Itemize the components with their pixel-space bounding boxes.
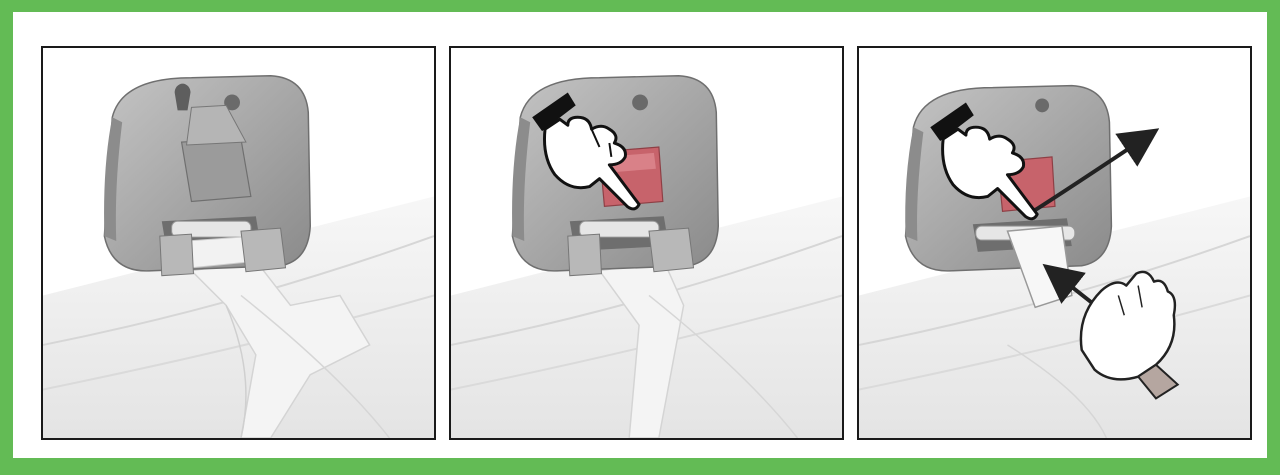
step-3-panel bbox=[857, 46, 1252, 440]
step-2-illustration bbox=[451, 48, 842, 438]
latch-arm-closed bbox=[182, 139, 251, 201]
figure-canvas bbox=[13, 12, 1267, 458]
clamp-left bbox=[160, 234, 194, 276]
clamp-right bbox=[649, 228, 694, 272]
clamp-right bbox=[241, 228, 286, 272]
step-3-illustration bbox=[859, 48, 1250, 438]
step-2-panel bbox=[449, 46, 844, 440]
mount-hole bbox=[175, 84, 191, 111]
step-1-panel bbox=[41, 46, 436, 440]
mount-hole bbox=[1035, 98, 1049, 112]
mount-hole bbox=[632, 95, 648, 111]
clamp-left bbox=[568, 234, 602, 276]
step-1-illustration bbox=[43, 48, 434, 438]
